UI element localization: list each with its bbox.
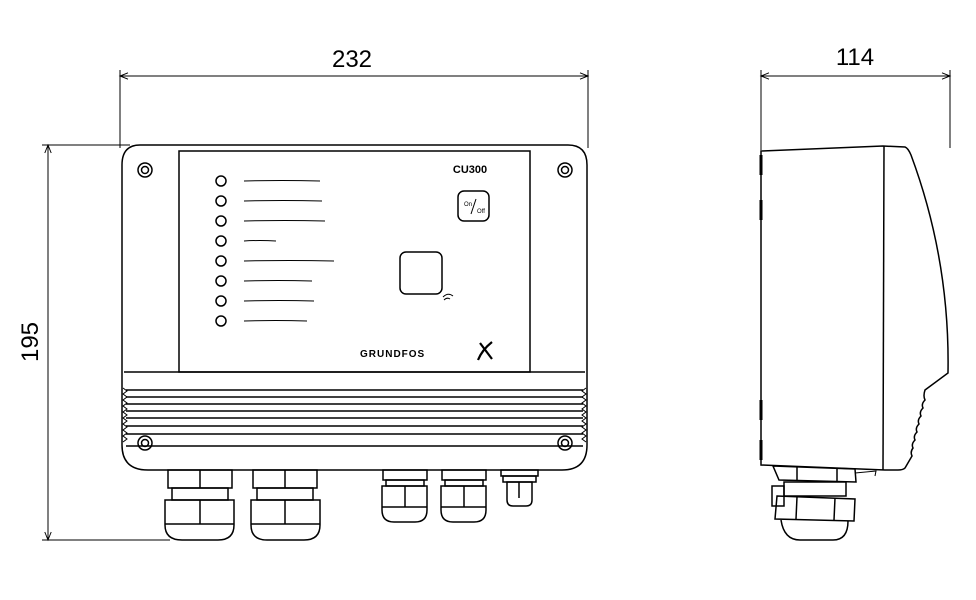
led-label-line <box>243 300 315 302</box>
led-label-line <box>243 320 308 322</box>
led-label-line <box>243 220 326 222</box>
led-label-line <box>243 260 335 262</box>
depth-dimension: 114 <box>759 44 952 150</box>
led-label-line <box>243 240 277 242</box>
led-icon <box>215 275 227 287</box>
height-dimension: 195 <box>17 143 170 542</box>
depth-label: 114 <box>836 44 874 71</box>
led-icon <box>215 195 227 207</box>
on-off-button: On Off <box>457 190 490 222</box>
screw-icon <box>557 162 573 178</box>
width-dimension: 232 <box>118 46 590 148</box>
front-view: CU300 On Off GRUNDFOS <box>121 144 588 471</box>
led-icon <box>215 255 227 267</box>
led-icon <box>215 235 227 247</box>
cable-gland-large <box>250 469 321 541</box>
display-window <box>399 251 443 295</box>
width-label: 232 <box>332 46 372 73</box>
led-icon <box>215 295 227 307</box>
led-label-line <box>243 180 321 182</box>
on-label: On <box>464 202 472 208</box>
led-icon <box>215 215 227 227</box>
brand-label: GRUNDFOS <box>360 349 425 360</box>
cooling-fins <box>122 387 587 447</box>
model-label: CU300 <box>453 164 487 176</box>
led-icon <box>215 175 227 187</box>
cable-gland-medium <box>440 469 487 523</box>
led-label-line <box>243 280 313 282</box>
cable-gland-medium <box>381 469 428 523</box>
led-indicators <box>215 175 335 327</box>
screw-icon <box>137 162 153 178</box>
cable-gland-large <box>164 469 235 541</box>
cable-glands <box>164 469 539 541</box>
off-label: Off <box>477 209 485 215</box>
led-label-line <box>243 200 323 202</box>
front-panel <box>178 150 531 373</box>
grundfos-logo: GRUNDFOS <box>360 341 493 361</box>
led-icon <box>215 315 227 327</box>
side-view <box>759 145 949 541</box>
cable-gland-small <box>500 469 539 507</box>
screw-icon <box>557 435 573 451</box>
screw-icon <box>137 435 153 451</box>
height-label: 195 <box>17 322 44 362</box>
wireless-icon <box>442 293 454 301</box>
